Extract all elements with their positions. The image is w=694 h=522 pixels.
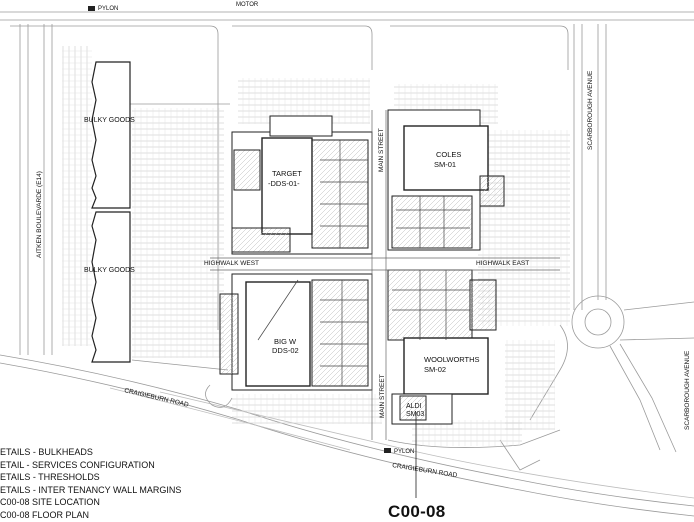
legend-item[interactable]: ETAIL - SERVICES CONFIGURATION: [0, 459, 155, 470]
bigw-label: BIG W: [274, 337, 297, 346]
craigieburn-label-2: CRAIGIEBURN ROAD: [392, 462, 458, 479]
bigw-code: DDS-02: [272, 346, 299, 355]
shopping-centre: [219, 109, 505, 425]
woolworths-code: SM-02: [424, 365, 446, 374]
legend-item[interactable]: ETAILS - BULKHEADS: [0, 447, 93, 457]
aldi-label: ALDI: [406, 403, 422, 410]
scarborough-right-label: SCARBOROUGH AVENUE: [684, 350, 691, 430]
legend-item[interactable]: ETAILS - THRESHOLDS: [0, 472, 100, 483]
drawing-legend: ETAILS - BULKHEADS ETAIL - SERVICES CONF…: [0, 446, 181, 522]
woolworths-label: WOOLWORTHS: [424, 355, 480, 364]
main-street-bottom-label: MAIN STREET: [379, 374, 386, 418]
craigieburn-label-1: CRAIGIEBURN ROAD: [124, 387, 190, 409]
legend-item[interactable]: C00-08 SITE LOCATION: [0, 497, 100, 508]
car-parks: [62, 46, 570, 446]
target-code: -DDS-01-: [268, 179, 300, 188]
bulky-goods-label-1: BULKY GOODS: [84, 117, 135, 124]
pylon-label-top: PYLON: [98, 6, 118, 12]
main-street-top-label: MAIN STREET: [378, 128, 385, 172]
legend-item[interactable]: ETAILS - INTER TENANCY WALL MARGINS: [0, 484, 182, 495]
target-label: TARGET: [272, 169, 302, 178]
street-label-top: MOTOR: [236, 2, 259, 8]
scarborough-top-label: SCARBOROUGH AVENUE: [587, 70, 594, 150]
pylon-label-bottom: PYLON: [394, 449, 414, 455]
pylon-markers: [88, 6, 391, 453]
highwalk-corridors: [210, 110, 560, 440]
aitken-label: AITKEN BOULEVARDE (E14): [36, 171, 43, 258]
bulky-goods-label-2: BULKY GOODS: [84, 267, 135, 274]
highwalk-west-label: HIGHWALK WEST: [204, 260, 259, 267]
bulky-goods-building: [91, 61, 131, 363]
aldi-code: SM03: [406, 411, 424, 418]
drawing-reference[interactable]: C00-08: [388, 502, 446, 521]
highwalk-east-label: HIGHWALK EAST: [476, 260, 529, 267]
legend-item[interactable]: C00-08 FLOOR PLAN: [0, 509, 90, 520]
coles-label: COLES: [436, 150, 461, 159]
coles-code: SM-01: [434, 160, 456, 169]
